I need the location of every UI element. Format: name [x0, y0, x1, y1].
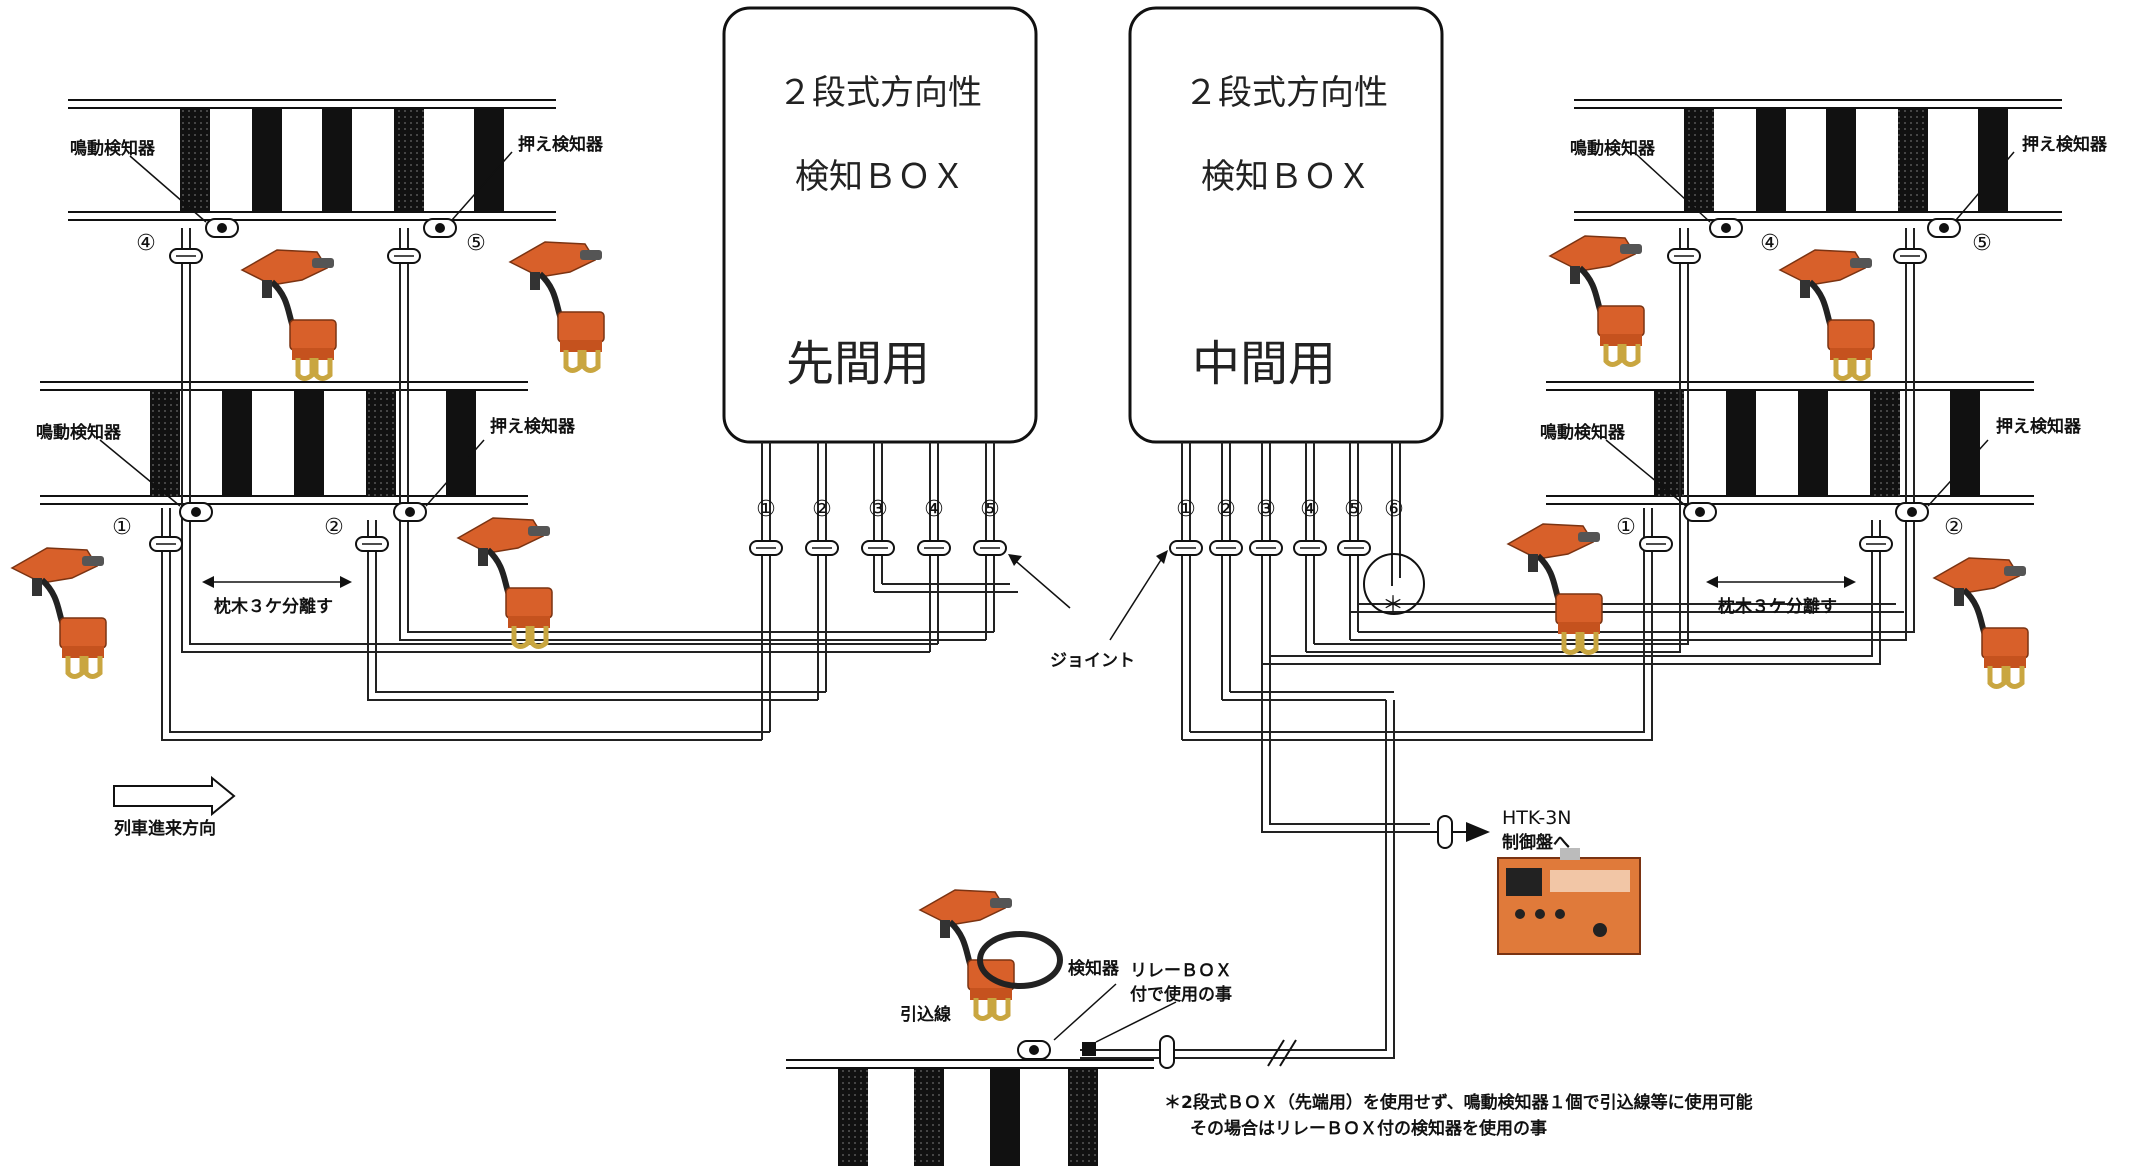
note-line-1: ＊2段式ＢＯＸ（先端用）を使用せず、鳴動検知器１個で引込線等に使用可能	[1164, 1092, 1753, 1113]
right-lower-track	[1546, 381, 2034, 505]
label-sounding-left-upper: 鳴動検知器	[70, 138, 156, 159]
bottom-track	[786, 1059, 1154, 1166]
break-mark	[1267, 1039, 1297, 1067]
detector-device-5	[1550, 236, 1644, 365]
joints	[149, 248, 1927, 1069]
label-train-direction: 列車進来方向	[114, 818, 216, 839]
right-terminal-2: ②	[1216, 497, 1236, 522]
right-terminal-5: ⑤	[1344, 497, 1364, 522]
left-upper-track	[68, 99, 556, 221]
track-num-left-upper-b: ⑤	[466, 231, 486, 256]
right-terminal-6: ⑥	[1384, 497, 1404, 522]
arrowheads	[202, 550, 1856, 588]
sensor-left-upper-5	[423, 218, 457, 238]
label-pressing-left-lower: 押え検知器	[490, 416, 576, 437]
detector-device-7	[1508, 524, 1602, 653]
track-num-right-lower-a: ①	[1616, 515, 1636, 540]
track-num-left-lower-b: ②	[324, 515, 344, 540]
right-upper-track	[1574, 99, 2062, 221]
right-terminal-4: ④	[1300, 497, 1320, 522]
detector-device-3	[12, 548, 106, 677]
detector-device-8	[1934, 558, 2028, 687]
right-terminal-numbers: ① ② ③ ④ ⑤ ⑥	[1176, 497, 1404, 522]
right-direction-box	[1128, 6, 1444, 444]
track-num-left-upper-a: ④	[136, 231, 156, 256]
detector-device-4	[458, 518, 552, 647]
left-terminal-2: ②	[812, 497, 832, 522]
detector-device-2	[510, 242, 604, 371]
label-sounding-right-upper: 鳴動検知器	[1570, 138, 1656, 159]
track-num-right-lower-b: ②	[1944, 515, 1964, 540]
label-spacing-right: 枕木３ケ分離す	[1718, 596, 1837, 617]
label-spacing-left: 枕木３ケ分離す	[214, 596, 333, 617]
left-terminal-3: ③	[868, 497, 888, 522]
sensor-right-lower-1	[1683, 502, 1717, 522]
detector-device-1	[242, 250, 336, 379]
control-panel	[1497, 848, 1641, 955]
sensor-right-upper-4	[1709, 218, 1743, 238]
wiring	[161, 228, 1915, 1059]
sensor-bottom	[1017, 1040, 1051, 1060]
detector-device-6	[1780, 250, 1874, 379]
label-relay-box-1: リレーＢＯＸ	[1130, 961, 1232, 981]
label-pressing-right-upper: 押え検知器	[2022, 134, 2108, 155]
asterisk-circle	[1363, 553, 1425, 615]
asterisk-mark: ＊	[1382, 593, 1404, 618]
label-pressing-left-upper: 押え検知器	[518, 134, 604, 155]
label-relay-box-2: 付で使用の事	[1130, 984, 1232, 1005]
right-terminal-3: ③	[1256, 497, 1276, 522]
track-num-left-lower-a: ①	[112, 515, 132, 540]
sensor-left-lower-1	[179, 502, 213, 522]
label-panel-to: 制御盤へ	[1502, 832, 1570, 853]
leader-lines	[99, 151, 2015, 1043]
left-box-title-1: ２段式方向性	[778, 73, 982, 113]
left-terminal-1: ①	[756, 497, 776, 522]
left-box-title-2: 検知ＢＯＸ	[795, 157, 965, 197]
track-num-right-upper-a: ④	[1760, 231, 1780, 256]
label-lead-line: 引込線	[900, 1004, 951, 1025]
left-lower-track	[40, 381, 528, 505]
label-detector: 検知器	[1068, 958, 1120, 979]
sensor-left-lower-2	[393, 502, 427, 522]
right-box-title-2: 検知ＢＯＸ	[1201, 157, 1371, 197]
left-box-usage: 先間用	[786, 336, 930, 392]
label-sounding-left-lower: 鳴動検知器	[36, 422, 122, 443]
label-pressing-right-lower: 押え検知器	[1996, 416, 2082, 437]
left-terminal-4: ④	[924, 497, 944, 522]
track-num-right-upper-b: ⑤	[1972, 231, 1992, 256]
label-sounding-right-lower: 鳴動検知器	[1540, 422, 1626, 443]
left-direction-box	[722, 6, 1038, 444]
train-direction-arrow	[113, 775, 236, 817]
left-terminal-5: ⑤	[980, 497, 1000, 522]
label-joint: ジョイント	[1050, 651, 1135, 671]
note-line-2: その場合はリレーＢＯＸ付の検知器を使用の事	[1190, 1118, 1547, 1139]
left-terminal-numbers: ① ② ③ ④ ⑤	[756, 497, 1000, 522]
sensor-right-upper-5	[1927, 218, 1961, 238]
detector-device-9	[920, 890, 1063, 1019]
right-terminal-1: ①	[1176, 497, 1196, 522]
relay-box-marker	[1082, 1042, 1096, 1056]
sensor-left-upper-4	[205, 218, 239, 238]
right-box-usage: 中間用	[1192, 336, 1336, 392]
label-panel-model: HTK-3N	[1502, 807, 1572, 829]
right-box-title-1: ２段式方向性	[1184, 73, 1388, 113]
sensor-right-lower-2	[1895, 502, 1929, 522]
